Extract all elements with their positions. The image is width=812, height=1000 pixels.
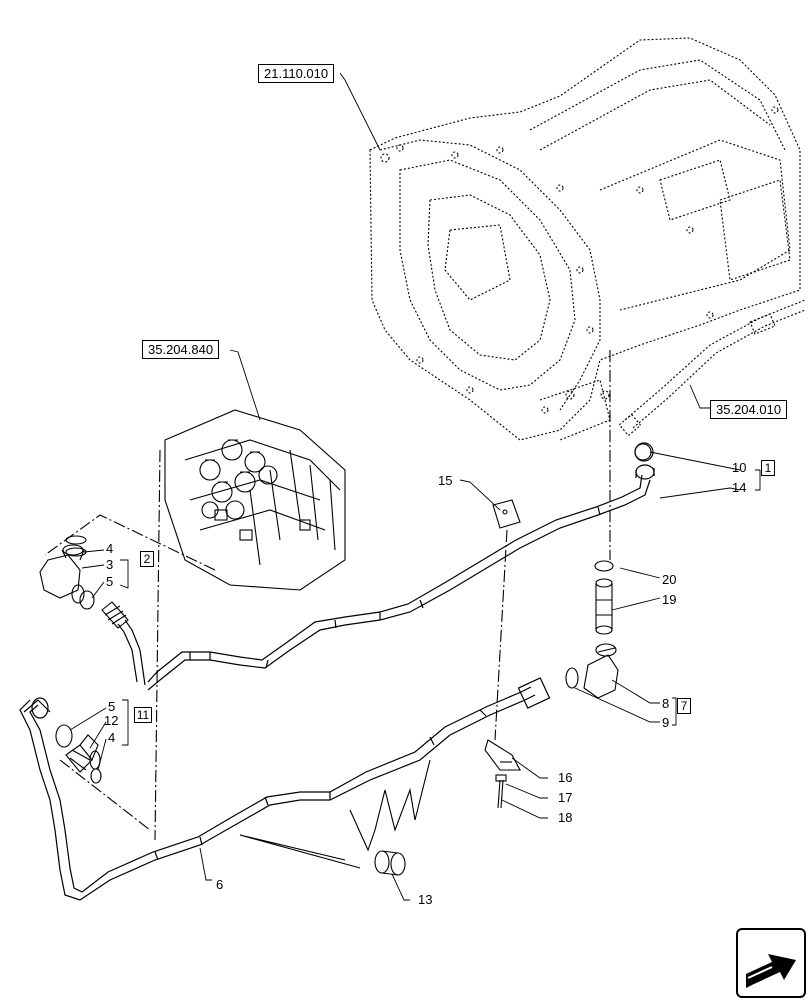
callout-3: 3 — [106, 557, 114, 572]
centerlines — [44, 350, 611, 841]
control-valve — [164, 409, 346, 591]
callout-6: 6 — [216, 877, 224, 892]
callout-10: 10 — [732, 460, 747, 475]
callout-16: 16 — [558, 770, 573, 785]
o-rings — [55, 443, 652, 784]
elbow-fitting-8 — [583, 643, 619, 699]
callout-19: 19 — [662, 592, 677, 607]
next-page-arrow-icon — [746, 954, 796, 988]
callout-9: 9 — [662, 715, 670, 730]
callout-8: 8 — [662, 696, 670, 711]
adapter-19 — [595, 578, 613, 635]
clip-16 — [484, 739, 521, 771]
callout-box-11: 11 — [134, 707, 152, 723]
transmission-housing — [369, 37, 801, 441]
next-page-button[interactable] — [736, 928, 806, 998]
callout-box-2: 2 — [140, 551, 154, 567]
callout-box-1: 1 — [761, 460, 775, 476]
callout-20: 20 — [662, 572, 677, 587]
callout-15: 15 — [438, 473, 453, 488]
pipe-14 — [117, 442, 655, 691]
callout-18: 18 — [558, 810, 573, 825]
clip-rays — [239, 759, 431, 869]
pipe-6 — [19, 677, 551, 901]
ref-box-pipe[interactable]: 35.204.010 — [710, 400, 788, 419]
bracket-15 — [492, 499, 521, 529]
elbow-fitting-3 — [39, 535, 87, 604]
callout-4-lower: 4 — [108, 730, 116, 745]
leader-lines — [69, 72, 761, 901]
ref-box-transmission[interactable]: 21.110.010 — [258, 64, 335, 83]
screw-18 — [495, 774, 507, 809]
return-pipe-top — [618, 299, 806, 437]
callout-13: 13 — [418, 892, 433, 907]
callout-14: 14 — [732, 480, 747, 495]
ref-box-control-valve[interactable]: 35.204.840 — [142, 340, 220, 359]
straight-fitting-12 — [65, 734, 101, 773]
callout-5-lower: 5 — [108, 699, 116, 714]
callout-4-upper: 4 — [106, 541, 114, 556]
callout-17: 17 — [558, 790, 573, 805]
callout-12: 12 — [104, 713, 119, 728]
callout-5-upper: 5 — [106, 574, 114, 589]
sleeve-13 — [374, 850, 406, 876]
upper-left-fitting — [101, 601, 129, 629]
callout-box-7: 7 — [677, 698, 691, 714]
